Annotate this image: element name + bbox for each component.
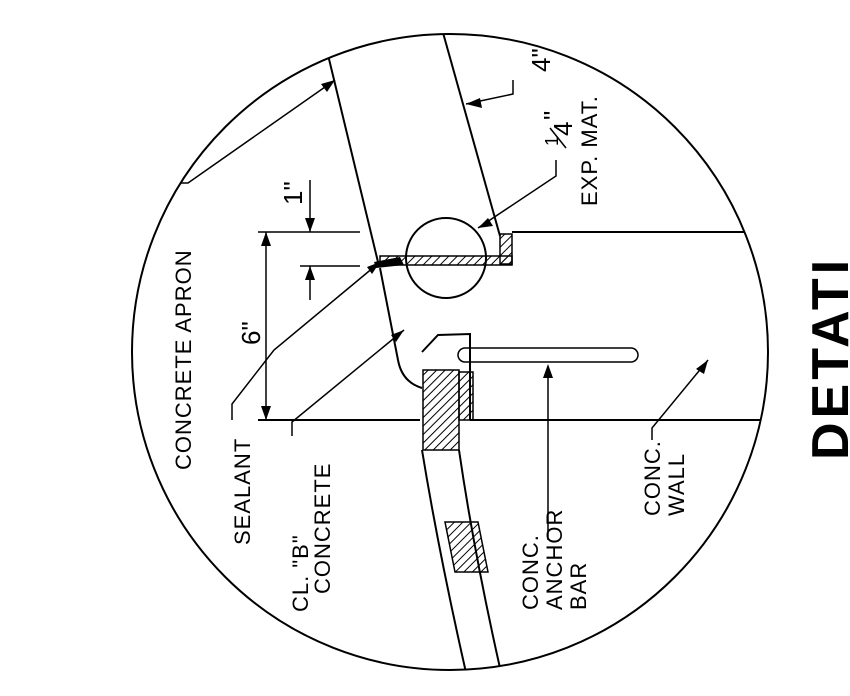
exp-mat-leader — [477, 160, 557, 229]
hatched-block-side — [458, 371, 474, 421]
label-concrete-apron: CONCRETE APRON — [171, 249, 196, 470]
detail-circle — [131, 33, 769, 671]
concrete-apron-arrow — [321, 80, 335, 92]
apron-left-edge — [321, 34, 379, 263]
label-anchor-line2: ANCHOR — [542, 509, 567, 610]
class-b-arrow — [391, 330, 404, 342]
detail-title: DETATI — [802, 256, 850, 460]
dim-quarter-numerator: 1 — [542, 136, 562, 146]
label-class-b-line1: CL. "B" — [288, 534, 313, 612]
band-left-edge — [421, 449, 471, 670]
class-b-leader — [291, 329, 405, 436]
anchor-bar — [457, 347, 639, 363]
dim-6-arrow-top — [261, 232, 271, 246]
hatched-block-lower — [444, 521, 489, 573]
exp-mat-arrow — [478, 218, 493, 228]
detail-contents — [172, 34, 768, 670]
four-in-arrow — [466, 98, 482, 108]
dim-quarter-in: 1 4 " — [538, 111, 578, 149]
label-wall-line2: WALL — [664, 453, 689, 516]
label-sealant: SEALANT — [230, 438, 255, 545]
label-anchor-line1: CONC. — [518, 534, 543, 610]
wall-leader — [651, 359, 709, 440]
dim-1-arrow-top — [305, 218, 315, 232]
label-class-b-line2: CONCRETE — [310, 463, 335, 594]
dim-one-in: 1" — [278, 181, 308, 205]
label-anchor-line3: BAR — [566, 562, 591, 610]
dim-four-in: 4" — [526, 48, 556, 72]
dim-quarter-denominator: 4 — [548, 122, 578, 136]
hatched-block-upper — [422, 369, 460, 451]
four-in-leader — [465, 80, 514, 105]
expansion-material-vertical — [499, 233, 513, 265]
dim-six-in: 6" — [236, 321, 266, 345]
dim-6-arrow-bottom — [261, 406, 271, 420]
concrete-apron-leader — [172, 79, 336, 184]
apron-lower-edge — [379, 267, 423, 389]
label-exp-mat: EXP. MAT. — [577, 95, 602, 206]
enlarged-joint-circle — [405, 217, 487, 299]
label-wall-line1: CONC. — [640, 440, 665, 516]
dim-quarter-unit: " — [538, 111, 568, 120]
sealant-leader — [231, 261, 381, 420]
wall-arrow — [696, 360, 708, 374]
apron-right-edge — [439, 34, 501, 237]
dim-quarter-slash — [549, 127, 567, 149]
sealant-blob — [374, 257, 404, 268]
anchor-bar-arrow — [543, 364, 553, 378]
sealant-arrow — [367, 262, 380, 274]
dim-1-arrow-bottom — [305, 266, 315, 280]
